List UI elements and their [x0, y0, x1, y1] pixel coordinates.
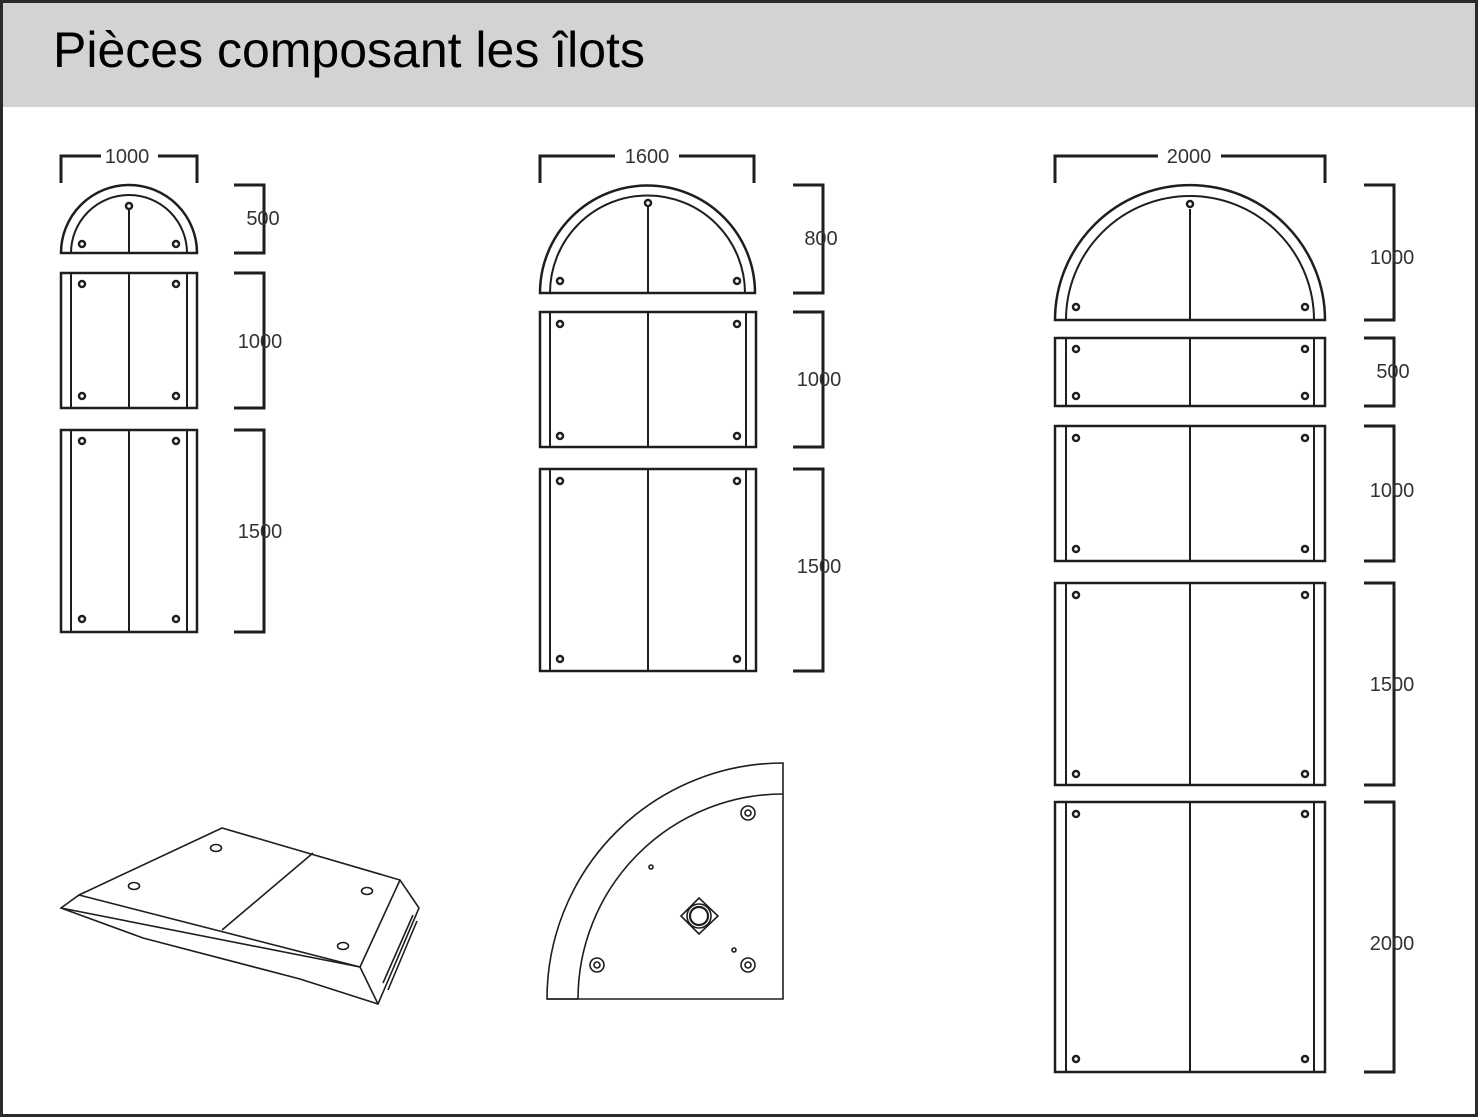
pieces-drawing: 1000 500 1000 1500 1600 800 1000 1500 20… — [59, 146, 1415, 1074]
height-label-1000-d: 1000 — [1370, 480, 1415, 502]
height-dimension-1500 — [234, 428, 266, 634]
height-label-2000: 2000 — [1370, 933, 1415, 955]
height-label-1500-c: 1500 — [1370, 674, 1415, 696]
quarter-round-piece — [546, 762, 784, 1000]
height-label-500-c: 500 — [1376, 361, 1409, 383]
header-bar: Pièces composant les îlots — [3, 3, 1475, 107]
rect-piece-2000x1500 — [1053, 581, 1327, 787]
height-dimension-500 — [234, 183, 266, 255]
column-1600 — [538, 154, 825, 673]
height-label-500: 500 — [246, 208, 279, 230]
column-2000 — [1053, 154, 1396, 1074]
half-round-piece-1000 — [59, 183, 199, 255]
height-dimension-1000 — [234, 271, 266, 410]
width-label-1600: 1600 — [625, 146, 670, 168]
rect-piece-2000x500 — [1053, 336, 1327, 408]
height-label-1000-c: 1000 — [1370, 247, 1415, 269]
width-dimension-1600 — [538, 154, 756, 183]
width-dimension-2000 — [1053, 154, 1327, 183]
height-dimension-500-c — [1364, 336, 1396, 408]
rect-piece-1000x1000 — [59, 271, 199, 410]
width-label-1000: 1000 — [105, 146, 150, 168]
height-label-1500: 1500 — [238, 521, 283, 543]
column-1000 — [59, 154, 266, 634]
rect-piece-1600x1500 — [538, 467, 758, 673]
rect-piece-2000x1000 — [1053, 424, 1327, 563]
height-dimension-800 — [793, 183, 825, 295]
height-label-1000-b: 1000 — [797, 369, 842, 391]
height-label-1500-b: 1500 — [797, 556, 842, 578]
dimension-labels: 1000 500 1000 1500 1600 800 1000 1500 20… — [105, 146, 1415, 955]
height-label-1000: 1000 — [238, 331, 283, 353]
height-dimension-1000-b — [793, 310, 825, 449]
rect-piece-1600x1000 — [538, 310, 758, 449]
height-dimension-1500-c — [1364, 581, 1396, 787]
width-dimension-1000 — [59, 154, 199, 183]
width-label-2000: 2000 — [1167, 146, 1212, 168]
height-dimension-1000-d — [1364, 424, 1396, 563]
half-round-piece-2000 — [1053, 183, 1327, 322]
height-dimension-2000 — [1364, 800, 1396, 1074]
height-dimension-1000-c — [1364, 183, 1396, 322]
rect-piece-1000x1500 — [59, 428, 199, 634]
height-dimension-1500-b — [793, 467, 825, 673]
rect-piece-2000x2000 — [1053, 800, 1327, 1074]
isometric-base-plate — [59, 827, 420, 1005]
page-title: Pièces composant les îlots — [53, 22, 645, 78]
height-label-800: 800 — [804, 228, 837, 250]
half-round-piece-1600 — [538, 184, 757, 295]
